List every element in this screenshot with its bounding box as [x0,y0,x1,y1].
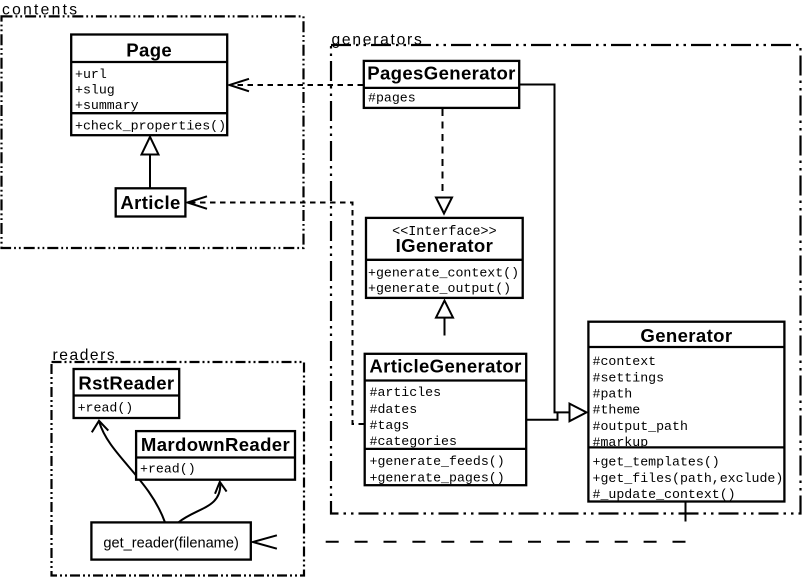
svg-text:#settings: #settings [593,370,665,385]
svg-text:#path: #path [593,387,633,402]
svg-text:+slug: +slug [75,82,115,97]
svg-text:RstReader: RstReader [78,373,174,394]
svg-text:PagesGenerator: PagesGenerator [367,63,516,84]
svg-text:Article: Article [120,192,180,213]
svg-text:+read(): +read() [78,400,134,415]
svg-text:Page: Page [126,40,172,61]
svg-text:contents: contents [2,1,79,18]
svg-text:#theme: #theme [593,403,641,418]
svg-text:#context: #context [593,354,657,369]
svg-text:IGenerator: IGenerator [396,235,494,256]
svg-text:+url: +url [75,67,107,82]
svg-text:#pages: #pages [368,91,416,106]
svg-text:+summary: +summary [75,98,139,113]
svg-text:+get_files(path,exclude): +get_files(path,exclude) [593,471,784,486]
svg-text:readers: readers [53,347,117,364]
svg-text:#tags: #tags [370,418,410,433]
svg-text:+check_properties(): +check_properties() [75,118,226,133]
svg-text:MardownReader: MardownReader [141,434,290,455]
svg-text:#output_path: #output_path [593,419,688,434]
svg-text:+read(): +read() [140,462,196,477]
svg-text:+generate_context(): +generate_context() [368,265,519,280]
svg-text:+generate_pages(): +generate_pages() [370,471,505,486]
svg-text:Generator: Generator [640,325,732,346]
svg-text:#categories: #categories [370,434,457,449]
svg-text:ArticleGenerator: ArticleGenerator [369,356,521,377]
svg-text:<<Interface>>: <<Interface>> [392,225,496,240]
svg-text:+get_templates(): +get_templates() [593,455,720,470]
svg-text:#_update_context(): #_update_context() [593,487,736,502]
svg-text:get_reader(filename): get_reader(filename) [103,536,238,552]
svg-text:+generate_output(): +generate_output() [368,281,511,296]
svg-text:#dates: #dates [370,402,418,417]
svg-text:+generate_feeds(): +generate_feeds() [370,454,505,469]
svg-text:#markup: #markup [593,435,649,450]
svg-text:generators: generators [332,31,424,48]
svg-text:#articles: #articles [370,385,442,400]
